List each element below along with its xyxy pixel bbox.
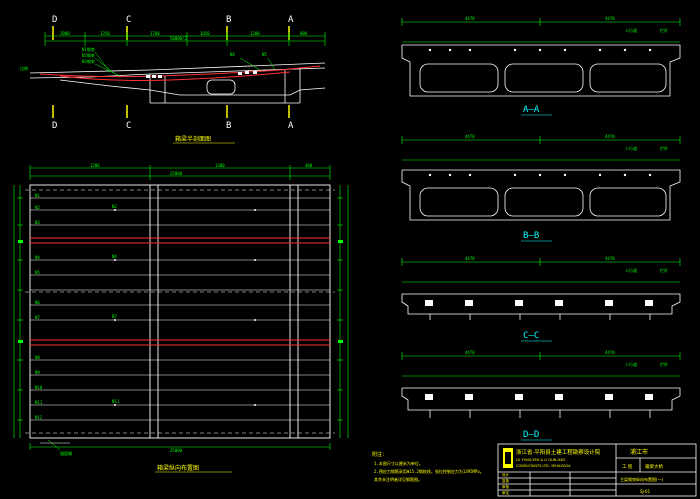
svg-text:N10: N10 [35,385,43,390]
tb-row-check: 复核 [502,478,510,483]
svg-text:4470: 4470 [465,16,475,21]
svg-text:2000: 2000 [60,31,70,36]
svg-text:N2: N2 [35,205,40,210]
svg-text:4470: 4470 [465,256,475,261]
svg-text:4470: 4470 [605,134,615,139]
svg-text:栏杆: 栏杆 [660,267,668,273]
svg-text:人行道: 人行道 [625,145,637,151]
section-marker-c-bottom: C [126,121,131,131]
city-name: 浦江市 [630,448,648,456]
svg-text:N3: N3 [35,220,40,225]
svg-text:N1钢束: N1钢束 [82,46,95,52]
company-logo [503,448,513,468]
section-label-b: B—B [523,231,539,241]
svg-text:25000: 25000 [170,448,183,453]
tb-row-review: 审核 [502,484,510,489]
svg-text:人行道: 人行道 [625,267,637,273]
svg-text:N7: N7 [35,315,40,320]
section-marker-b-top: B [226,15,231,25]
cross-section-b: 4470 4470 人行道 栏杆 B—B [401,134,681,242]
section-marker-c-top: C [126,15,131,25]
section-marker-d-bottom: D [52,121,57,131]
svg-text:锚固端: 锚固端 [60,450,72,456]
svg-text:N4: N4 [230,52,235,57]
section-marker-d-top: D [52,15,57,25]
svg-text:1700: 1700 [150,31,160,36]
elevation-view: D C B A 2000 1350 1700 1050 1200 800 50000/2 [20,15,326,144]
notes-line-1: 1.本图尺寸以厘米为单位。 [374,460,423,466]
svg-text:N2钢束: N2钢束 [82,52,95,58]
section-marker-a-bottom: A [288,121,294,131]
svg-text:栏杆: 栏杆 [660,27,668,33]
svg-text:N9: N9 [35,370,40,375]
svg-text:1050: 1050 [200,31,210,36]
svg-text:4470: 4470 [465,350,475,355]
company-name-cn: 浙江省·平阳县土建工程勘察设计院 [516,448,601,456]
svg-text:1200: 1200 [250,31,260,36]
svg-text:人行道: 人行道 [625,361,637,367]
svg-text:4470: 4470 [605,256,615,261]
svg-text:4470: 4470 [605,350,615,355]
svg-text:25000: 25000 [170,171,183,176]
tb-row-design: 设计 [502,472,510,477]
drawing-title: 主梁钢束纵向布置图(一) [620,476,664,482]
svg-text:N5: N5 [35,270,40,275]
plan-title: 箱梁纵向布置图 [157,464,199,472]
svg-text:边跨: 边跨 [20,65,28,71]
svg-text:1300: 1300 [215,163,225,168]
svg-text:N11: N11 [35,400,43,405]
project-label: 工 程 [622,463,633,470]
section-marker-a-top: A [288,15,294,25]
svg-text:栏杆: 栏杆 [660,145,668,151]
project-value: 箱梁大桥 [645,463,663,470]
section-marker-b-bottom: B [226,121,231,131]
svg-text:1200: 1200 [90,163,100,168]
svg-text:N11: N11 [112,399,120,404]
svg-text:N6: N6 [35,300,40,305]
section-label-a: A—A [523,105,540,115]
svg-text:800: 800 [300,31,308,36]
svg-text:N4: N4 [35,255,40,260]
svg-text:N7: N7 [112,314,117,319]
drawing-number: SJ-01 [640,489,651,494]
svg-text:4470: 4470 [605,16,615,21]
title-block: 浙江省·平阳县土建工程勘察设计院 LU YUNG-YEH & LI QUN-HA… [497,443,697,497]
svg-text:N12: N12 [35,415,43,420]
notes-heading: 附注： [372,451,387,458]
svg-text:N1: N1 [35,193,40,198]
svg-text:400: 400 [305,163,313,168]
svg-text:N8: N8 [35,355,40,360]
svg-text:人行道: 人行道 [625,27,637,33]
elevation-title: 箱梁半剖面图 [175,135,211,143]
svg-text:N4: N4 [112,254,117,259]
company-name-en-1: LU YUNG-YEH & LI QUN-HAO [516,458,566,462]
svg-text:栏杆: 栏杆 [660,361,668,367]
svg-text:N3钢束: N3钢束 [82,58,95,64]
section-label-c: C—C [523,331,539,341]
plan-view: 1200 1300 400 25000 25000 [13,163,349,473]
svg-text:50000/2: 50000/2 [170,36,187,41]
svg-text:1350: 1350 [100,31,110,36]
tb-row-approve: 审定 [502,490,510,495]
cross-section-a: 4470 4470 人行道 栏杆 A—A [401,16,681,116]
svg-text:4470: 4470 [465,134,475,139]
section-label-d: D—D [523,430,539,440]
cross-section-d: 4470 4470 人行道 栏杆 D—D [401,350,681,441]
notes-line-2: 2.预应力钢筋采用Φ15.2钢绞线，张拉控制应力为1395MPa。 [374,468,484,474]
svg-text:N2: N2 [112,204,117,209]
company-name-en-2: CONSULTANTS LTD. YEHAZGGA [516,464,571,468]
notes-block: 附注： 1.本图尺寸以厘米为单位。 2.预应力钢筋采用Φ15.2钢绞线，张拉控制… [372,451,484,482]
svg-text:N5: N5 [262,52,267,57]
cross-section-c: 4470 4470 人行道 栏杆 C—C [401,256,681,342]
notes-line-3: 其余未注明者详见钢筋图。 [374,476,422,482]
